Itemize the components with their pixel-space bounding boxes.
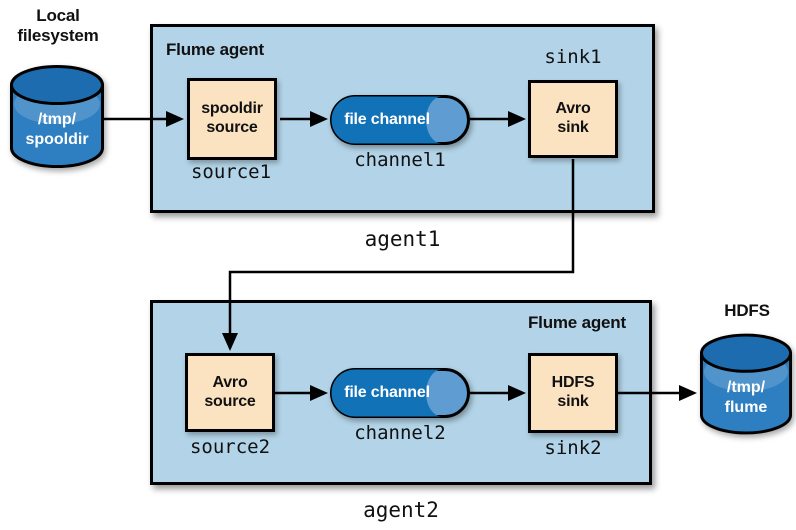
cylinder-cap [700, 333, 792, 373]
database-cylinder-icon [10, 65, 104, 168]
channel-cylinder-icon [330, 368, 470, 418]
cylinder-cap [10, 65, 104, 105]
agent2-title: Flume agent [528, 313, 626, 332]
sink2-box: HDFS sink [528, 353, 618, 433]
source2-box-label: Avro source [204, 373, 256, 410]
sink1-box: Avro sink [528, 80, 618, 158]
local-filesystem-label: Local filesystem [17, 6, 99, 45]
source2-box: Avro source [185, 353, 275, 432]
sink1-caption: sink1 [544, 46, 602, 68]
channel1-label: file channel [344, 111, 430, 128]
local-filesystem-path: /tmp/ spooldir [25, 111, 89, 148]
sink2-caption: sink2 [544, 437, 602, 459]
database-cylinder-icon [700, 333, 792, 435]
source2-caption: source2 [189, 436, 271, 458]
channel2-cylinder: file channel [330, 368, 470, 418]
channel1-caption: channel1 [354, 149, 446, 171]
agent1-title: Flume agent [166, 40, 264, 59]
channel2-label: file channel [344, 384, 430, 401]
hdfs-label: HDFS [724, 301, 770, 320]
hdfs-path: /tmp/ flume [724, 379, 768, 416]
channel-body [331, 96, 442, 144]
source1-box: spooldir source [187, 78, 277, 160]
agent2-caption: agent2 [363, 498, 439, 522]
sink2-box-label: HDFS sink [551, 374, 595, 410]
channel-cylinder-icon [330, 95, 470, 145]
channel-body [331, 369, 442, 417]
agent1-caption: agent1 [364, 227, 441, 251]
source1-box-label: spooldir source [201, 100, 263, 136]
source1-caption: source1 [190, 161, 272, 183]
sink1-box-label: Avro sink [555, 100, 591, 136]
channel2-caption: channel2 [354, 422, 446, 444]
channel1-cylinder: file channel [330, 95, 470, 145]
hdfs-cylinder: /tmp/ flume [700, 332, 792, 435]
local-filesystem-cylinder: /tmp/ spooldir [10, 64, 104, 168]
